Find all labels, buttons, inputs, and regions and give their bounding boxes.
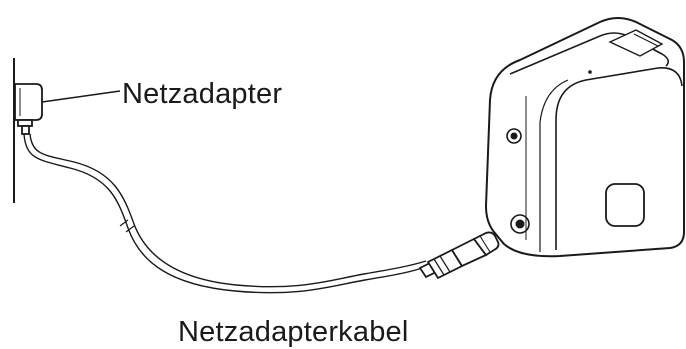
power-adapter-icon bbox=[14, 83, 43, 135]
adapter-leader-line bbox=[41, 90, 121, 103]
adapter-label: Netzadapter bbox=[122, 78, 283, 110]
label-printer-icon bbox=[484, 17, 685, 258]
cable-label: Netzadapterkabel bbox=[178, 316, 409, 348]
dc-plug-icon bbox=[418, 231, 500, 280]
power-cable-icon bbox=[23, 133, 429, 294]
